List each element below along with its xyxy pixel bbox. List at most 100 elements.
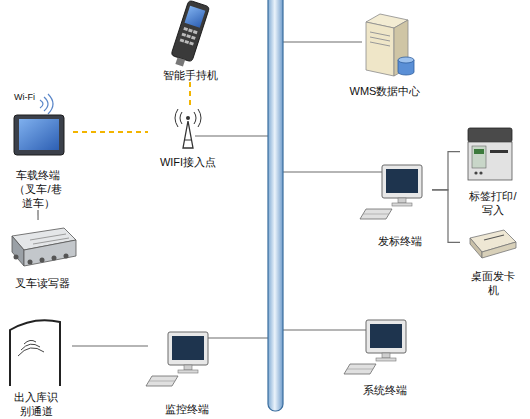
printer-symbol-part (474, 149, 484, 154)
reader-symbol-part (40, 258, 45, 263)
network-bus-part (268, 0, 283, 411)
reader-symbol-part (28, 260, 33, 265)
device-node: 系统终端 (343, 315, 427, 397)
server-symbol (366, 14, 414, 76)
gate-symbol (10, 320, 60, 386)
device-node: 监控终端 (148, 328, 226, 416)
printer-symbol-part (472, 146, 486, 168)
device-node: 发标终端 (368, 160, 432, 248)
reader-symbol-part (24, 240, 76, 266)
handheld-symbol-part (175, 57, 185, 66)
wireless-link (189, 82, 191, 105)
gate-symbol-part (24, 340, 36, 344)
device-node: 叉车读写器 (3, 220, 81, 290)
card-reader-symbol-part (482, 242, 516, 258)
reader-symbol-part (14, 255, 19, 260)
reader-symbol-part (12, 236, 24, 266)
device-label: 出入库识 别通道 (10, 390, 62, 418)
illustration-part (146, 332, 208, 386)
printer-symbol (468, 128, 512, 180)
antenna-symbol-part (198, 109, 201, 127)
network-bus-part (283, 41, 362, 42)
device-label: 桌面发卡 机 (468, 269, 518, 297)
device-node: WMS数据中心 (340, 8, 430, 98)
reader-symbol-part (33, 238, 69, 244)
wireless-link (73, 131, 148, 133)
illustration-part (360, 165, 422, 219)
card-reader-symbol (470, 230, 516, 258)
handheld-symbol-part (188, 29, 193, 33)
vehicle-terminal-symbol-part (19, 119, 59, 150)
handheld-symbol-part (186, 34, 191, 38)
printer-symbol-part (474, 171, 477, 174)
device-node: WIFI接入点 (148, 105, 228, 169)
printer-symbol-part (479, 171, 482, 174)
device-node: 标签打印/ 写入 (460, 125, 526, 217)
antenna-symbol-part (186, 116, 190, 120)
antenna-symbol (175, 109, 201, 148)
handheld-symbol-part (193, 30, 198, 34)
device-label: 监控终端 (165, 402, 209, 416)
antenna-symbol-part (185, 140, 192, 141)
device-label: 系统终端 (363, 383, 407, 397)
reader-symbol-part (64, 254, 69, 259)
cable-link (432, 190, 460, 242)
card-reader-symbol-part (484, 235, 504, 240)
vehicle-terminal-symbol-part (48, 94, 53, 114)
handheld-symbol-part (184, 40, 189, 44)
illustration-part (344, 320, 406, 374)
device-label: WMS数据中心 (350, 84, 421, 98)
vehicle-terminal-symbol-part (44, 97, 48, 111)
printer-symbol-part (468, 142, 512, 180)
server-symbol-part (370, 32, 390, 36)
handheld-symbol-part (185, 6, 206, 28)
network-bus (195, 0, 382, 411)
handheld-symbol (169, 0, 210, 69)
handheld-symbol-part (183, 27, 188, 31)
handheld-symbol-part (181, 33, 186, 37)
device-node: 出入库识 别通道 (0, 318, 72, 418)
device-label: 发标终端 (378, 234, 422, 248)
server-symbol-part (370, 37, 390, 41)
device-label: 叉车读写器 (15, 276, 70, 290)
wifi-label: Wi-Fi (14, 92, 35, 102)
printer-symbol-part (468, 128, 512, 142)
reader-symbol-part (52, 256, 57, 261)
server-symbol-part (366, 22, 394, 76)
antenna-symbol-part (180, 112, 182, 124)
handheld-symbol-part (180, 38, 185, 42)
handheld-symbol-part (189, 41, 194, 45)
antenna-symbol-part (183, 121, 193, 148)
server-symbol-part (370, 42, 390, 46)
network-bus-part (195, 135, 268, 136)
device-label: 标签打印/ 写入 (463, 189, 523, 217)
printer-symbol-part (490, 150, 508, 153)
handheld-symbol-part (171, 0, 210, 62)
network-bus-part (283, 171, 382, 172)
cable-link (37, 210, 38, 220)
gate-symbol-part (18, 348, 44, 356)
card-reader-symbol-part (470, 238, 482, 258)
device-label: 智能手持机 (163, 68, 218, 82)
cable-link (72, 345, 148, 346)
network-bus-part (208, 337, 268, 338)
gate-symbol-part (10, 320, 60, 386)
handheld-symbol-part (191, 36, 196, 40)
cable-link (432, 152, 460, 190)
vehicle-terminal-symbol-part (40, 100, 43, 108)
antenna-symbol-part (194, 112, 196, 124)
server-symbol-part (398, 57, 414, 63)
device-label: 车载终端 （叉车/巷 道车） (7, 168, 69, 210)
device-node: 车载终端 （叉车/巷 道车） (3, 110, 73, 210)
gate-symbol-part (21, 344, 40, 350)
device-node: 桌面发卡 机 (460, 225, 526, 297)
antenna-symbol-part (175, 109, 178, 127)
network-bus-part (283, 329, 367, 330)
vehicle-terminal-symbol (14, 94, 64, 155)
vehicle-terminal-symbol-part (14, 115, 64, 155)
device-node: 智能手持机 (155, 0, 225, 82)
device-label: WIFI接入点 (160, 155, 216, 169)
